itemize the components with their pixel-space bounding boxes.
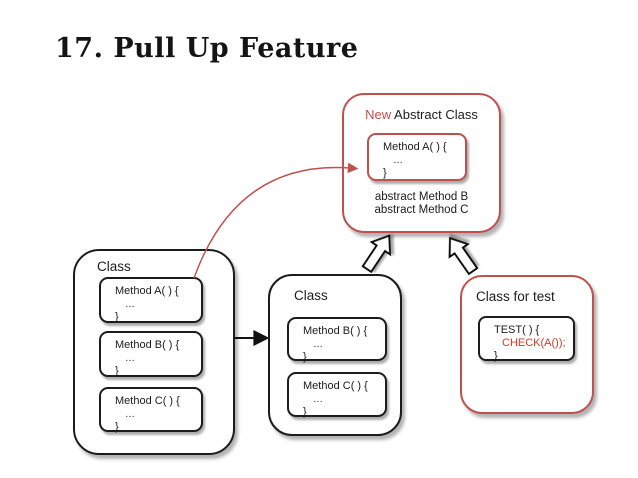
subclass-method-c-box: Method C( ) { … } (287, 372, 387, 418)
abstract-method-b: abstract Method B (374, 191, 469, 203)
source-method-c-box: Method C( ) { … } (99, 387, 203, 433)
method-line: … (393, 155, 404, 166)
abstract-class-title-text: Abstract Class (394, 107, 478, 122)
test-class-box: Class for test TEST( ) { CHECK(A()); } (460, 275, 594, 414)
method-line: … (313, 394, 324, 405)
method-line: } (115, 311, 119, 323)
subclass-method-b-box: Method B( ) { … } (287, 317, 387, 363)
abstract-class-title: New Abstract Class (344, 107, 499, 122)
generalization-arrow-test-icon (448, 236, 479, 276)
source-method-a-box: Method A( ) { … } (99, 277, 203, 323)
method-line: Method C( ) { (303, 380, 368, 392)
abstract-method-a-box: Method A( ) { … } (367, 133, 467, 181)
test-class-label: Class for test (476, 289, 555, 304)
method-line: } (494, 350, 498, 362)
source-class-label: Class (97, 259, 131, 274)
generalization-arrow-subclass-icon (361, 234, 392, 274)
method-line: } (383, 167, 387, 179)
method-line: … (125, 299, 136, 310)
source-method-b-box: Method B( ) { … } (99, 331, 203, 377)
method-line: … (125, 353, 136, 364)
method-line: Method A( ) { (383, 141, 447, 153)
method-line: … (313, 339, 324, 350)
abstract-class-box: New Abstract Class Method A( ) { … } abs… (342, 93, 501, 233)
method-line: } (303, 406, 307, 418)
method-line: Method B( ) { (303, 325, 368, 337)
method-line: } (303, 351, 307, 363)
method-line: Method B( ) { (115, 339, 180, 351)
method-line: Method C( ) { (115, 395, 180, 407)
method-line: TEST( ) { (494, 324, 540, 336)
subclass-label: Class (294, 288, 328, 303)
abstract-class-title-new: New (365, 107, 392, 122)
abstract-method-c: abstract Method C (374, 204, 469, 216)
method-line: } (115, 365, 119, 377)
method-line: Method A( ) { (115, 285, 179, 297)
abstract-method-list: abstract Method B abstract Method C (344, 191, 499, 217)
subclass-box: Class Method B( ) { … } Method C( ) { … … (268, 274, 402, 436)
method-line: } (115, 421, 119, 433)
source-class-box: Class Method A( ) { … } Method B( ) { … … (73, 249, 235, 455)
test-method-box: TEST( ) { CHECK(A()); } (478, 316, 575, 362)
slide-title: 17. Pull Up Feature (55, 33, 359, 64)
check-call-line: CHECK(A()); (502, 337, 566, 349)
method-line: … (125, 409, 136, 420)
